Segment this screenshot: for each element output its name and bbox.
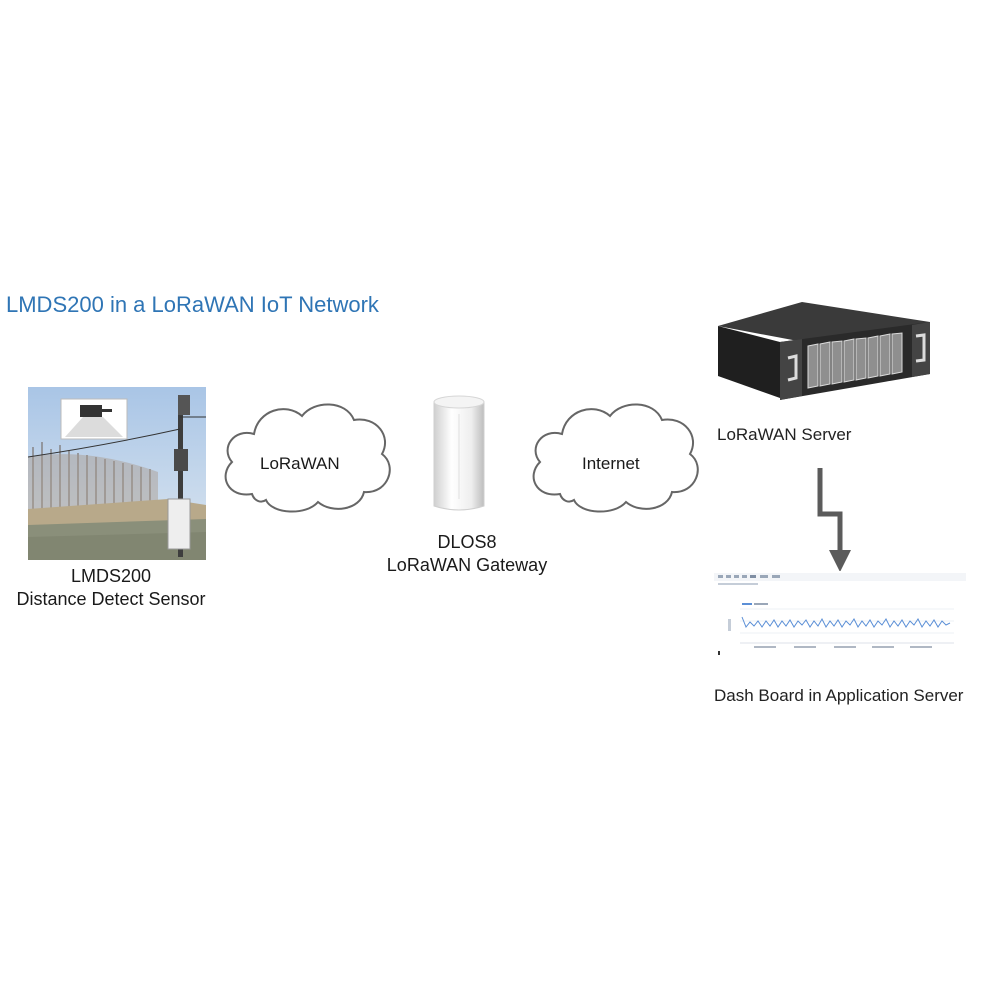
- internet-cloud-shape: [532, 403, 699, 513]
- internet-cloud: [532, 403, 699, 513]
- gateway-labels: DLOS8 LoRaWAN Gateway: [360, 531, 574, 577]
- server-label: LoRaWAN Server: [717, 425, 852, 444]
- sensor-description: Distance Detect Sensor: [16, 589, 206, 609]
- internet-cloud-label: Internet: [582, 454, 640, 473]
- gateway-description: LoRaWAN Gateway: [386, 555, 548, 575]
- sensor-name: LMDS200: [70, 566, 152, 586]
- gateway-device: [433, 395, 485, 511]
- dashboard-screenshot: [714, 571, 966, 655]
- lorawan-cloud: [224, 403, 391, 513]
- sensor-labels: LMDS200 Distance Detect Sensor: [0, 565, 222, 611]
- server-rack-icon: [718, 302, 930, 400]
- sensor-photo: [28, 387, 206, 560]
- diagram-title: LMDS200 in a LoRaWAN IoT Network: [6, 292, 379, 317]
- dashboard-label: Dash Board in Application Server: [714, 686, 964, 705]
- gateway-model: DLOS8: [437, 532, 497, 552]
- down-arrow-icon: [817, 468, 851, 572]
- lorawan-cloud-label: LoRaWAN: [260, 454, 340, 473]
- lorawan-cloud-shape: [224, 403, 391, 513]
